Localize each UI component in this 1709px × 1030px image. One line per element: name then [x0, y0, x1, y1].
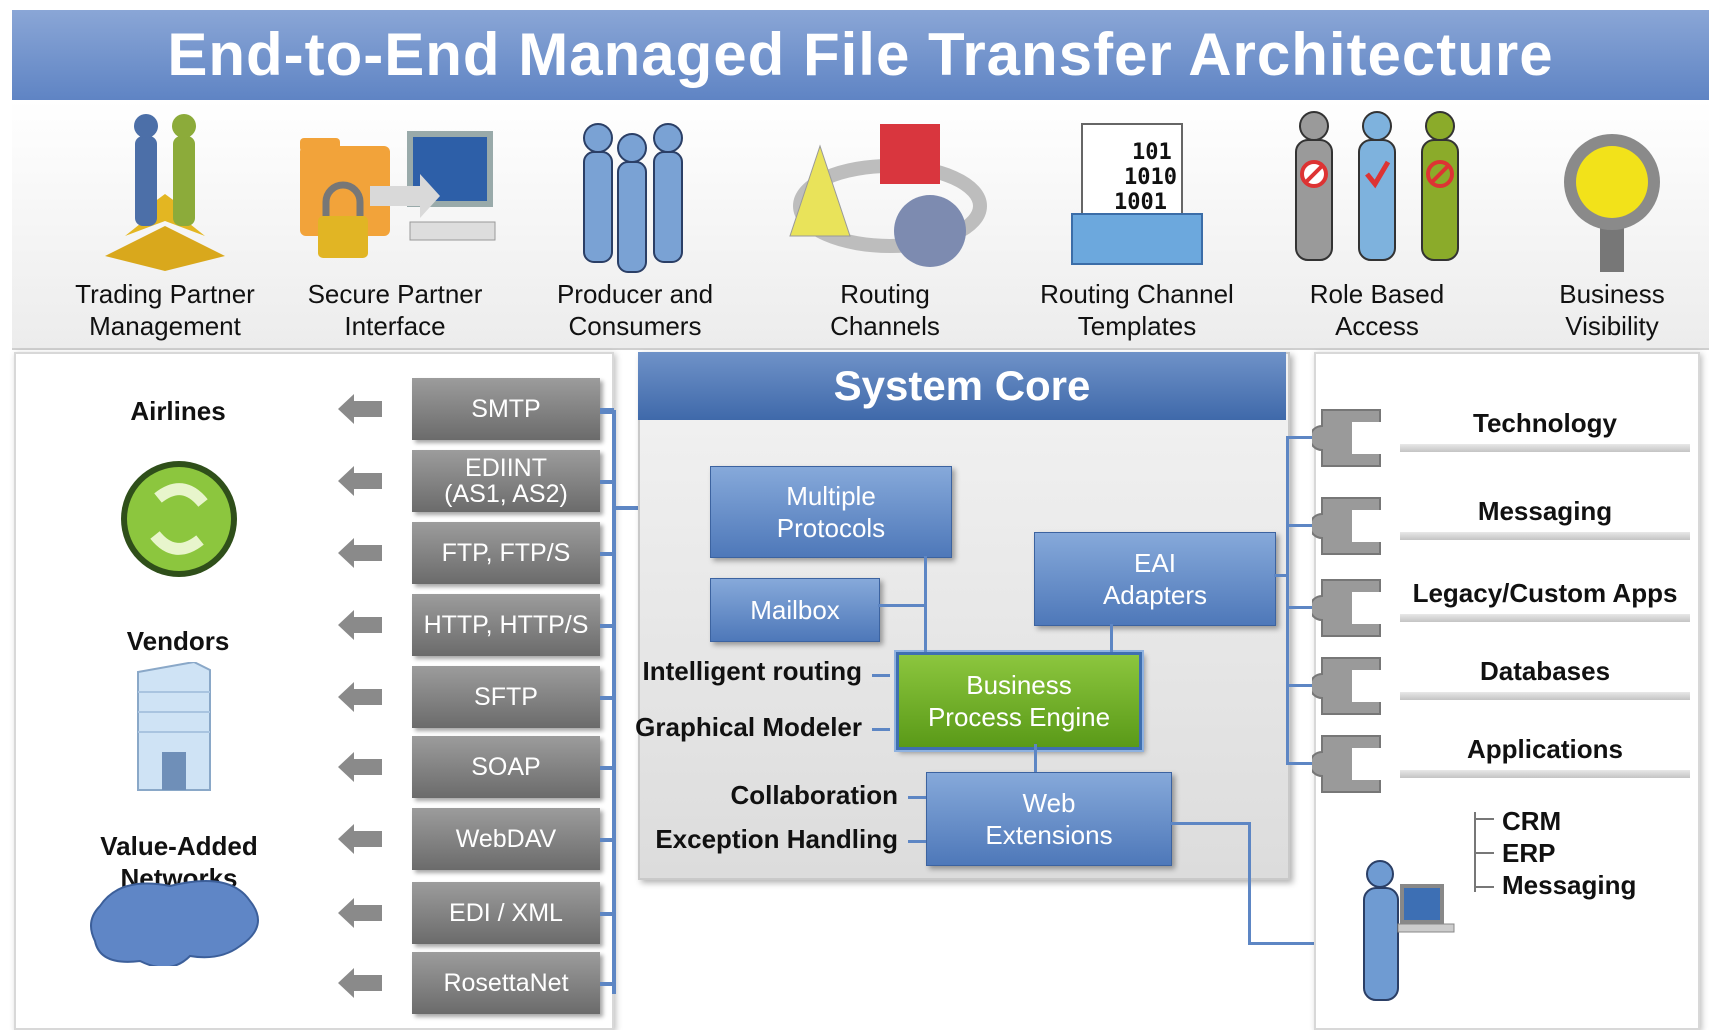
protocol-item: RosettaNet [412, 952, 600, 1014]
left-arrow-icon [338, 394, 382, 424]
entity-vendors-label: Vendors [126, 626, 230, 656]
left-arrow-icon [338, 682, 382, 712]
system-item-label: Technology [1473, 408, 1617, 438]
exception-handling-label: Exception Handling [655, 824, 898, 854]
left-arrow-icon [338, 610, 382, 640]
protocol-item: SMTP [412, 378, 600, 440]
template-digits-3: 1001 [1114, 190, 1167, 215]
application-messaging: Messaging [1502, 870, 1637, 900]
secure-folder-icon [300, 131, 496, 258]
protocol-item: SOAP [412, 736, 600, 798]
left-arrow-icon [338, 898, 382, 928]
left-arrow-icon [338, 538, 382, 568]
system-item-bar [1400, 770, 1690, 778]
system-item-bar [1400, 692, 1690, 700]
graphical-modeler-label: Graphical Modeler [635, 712, 862, 742]
protocol-item: WebDAV [412, 808, 600, 870]
people-icon [583, 123, 683, 273]
feature-trading-partner: Trading Partner Management [50, 100, 280, 348]
system-item-label: Applications [1466, 734, 1623, 764]
left-arrow-icon [338, 466, 382, 496]
user-computer-icon [1363, 860, 1455, 1001]
template-digits-2: 1010 [1124, 165, 1177, 190]
page-title: End-to-End Managed File Transfer Archite… [167, 21, 1554, 88]
role-figures-icon [1295, 111, 1459, 261]
system-item-bar [1400, 614, 1690, 622]
features-band: Trading Partner Management Secure Partne… [12, 100, 1709, 350]
mailbox-box: Mailbox [710, 578, 880, 642]
protocol-item: HTTP, HTTP/S [412, 594, 600, 656]
system-item-bar [1400, 532, 1690, 540]
system-item-label: Databases [1479, 656, 1611, 686]
protocol-item: FTP, FTP/S [412, 522, 600, 584]
application-erp: ERP [1502, 838, 1556, 868]
shapes-cycle-icon [789, 124, 987, 267]
left-arrow-icon [338, 824, 382, 854]
system-item-label: Legacy/Custom Apps [1412, 578, 1678, 608]
building-icon [137, 662, 211, 791]
protocol-item: EDIINT (AS1, AS2) [412, 450, 600, 512]
title-banner: End-to-End Managed File Transfer Archite… [12, 10, 1709, 100]
feature-label: Secure Partner Interface [307, 279, 483, 341]
puzzle-piece-icon [1312, 735, 1386, 793]
feature-routing-templates: 101 1010 1001 Routing Channel Templates [1012, 100, 1262, 348]
feature-label: Routing Channels [830, 279, 940, 341]
feature-label: Role Based Access [1309, 279, 1445, 341]
feature-business-visibility: Business Visibility [1502, 100, 1709, 348]
handshake-icon [105, 114, 225, 271]
puzzle-piece-icon [1312, 409, 1386, 467]
web-extensions-box: Web Extensions [926, 772, 1172, 866]
left-arrow-icon [338, 752, 382, 782]
puzzle-piece-icon [1312, 579, 1386, 637]
template-digits-1: 101 [1132, 140, 1172, 165]
application-crm: CRM [1502, 806, 1562, 836]
feature-producer-consumers: Producer and Consumers [520, 100, 750, 348]
recycle-icon [121, 461, 237, 577]
cloud-blob-icon [90, 880, 259, 966]
puzzle-piece-icon [1312, 497, 1386, 555]
file-box-icon: 101 1010 1001 [1071, 123, 1203, 265]
system-item-label: Messaging [1477, 496, 1613, 526]
system-item-bar [1400, 444, 1690, 452]
protocol-item: SFTP [412, 666, 600, 728]
feature-label: Producer and Consumers [556, 279, 714, 341]
magnifier-icon [1564, 134, 1660, 272]
feature-label: Trading Partner Management [75, 279, 255, 341]
feature-secure-partner: Secure Partner Interface [280, 100, 510, 348]
feature-role-access: Role Based Access [1262, 100, 1492, 348]
multiple-protocols-box: Multiple Protocols [710, 466, 952, 558]
puzzle-piece-icon [1312, 657, 1386, 715]
eai-adapters-box: EAI Adapters [1034, 532, 1276, 626]
entity-airlines-label: Airlines [130, 396, 226, 426]
feature-label: Business Visibility [1559, 279, 1665, 341]
protocol-item: EDI / XML [412, 882, 600, 944]
intelligent-routing-label: Intelligent routing [642, 656, 862, 686]
collaboration-label: Collaboration [730, 780, 898, 810]
system-core-title: System Core [638, 352, 1286, 420]
feature-label: Routing Channel Templates [1040, 279, 1234, 341]
business-process-engine-box: Business Process Engine [894, 650, 1144, 752]
left-arrow-icon [338, 968, 382, 998]
feature-routing-channels: Routing Channels [770, 100, 1000, 348]
